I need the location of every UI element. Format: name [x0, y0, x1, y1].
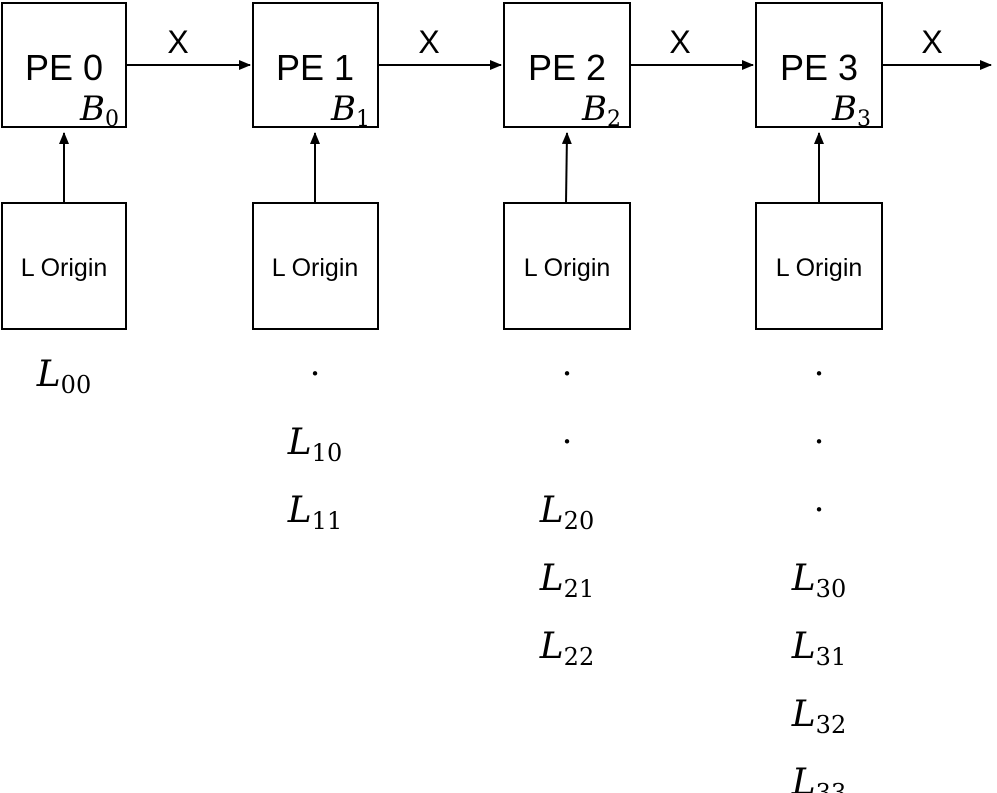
ellipsis-dot: .: [310, 344, 321, 384]
l-element-11: L11: [287, 490, 342, 535]
ellipsis-dot: .: [562, 344, 573, 384]
origin-box-3: [755, 202, 883, 330]
l-element-22: L22: [539, 626, 594, 671]
l-element-00: L00: [36, 354, 91, 399]
origin-box-0: [1, 202, 127, 330]
l-stack-0: L00: [36, 354, 91, 399]
pe-label-1: PE 1: [276, 47, 354, 88]
x-arrow-label-1: X: [418, 24, 439, 60]
l-element-20: L20: [539, 490, 594, 535]
l-element-21: L21: [539, 558, 594, 603]
ellipsis-dot: .: [814, 480, 825, 520]
l-element-31: L31: [791, 626, 846, 671]
pe-box-3: [755, 2, 883, 128]
ellipsis-dot: .: [814, 344, 825, 384]
pe-b-var-3: B3: [831, 89, 871, 132]
pe-label-0: PE 0: [25, 47, 103, 88]
ellipsis-dot: .: [562, 412, 573, 452]
origin-label-3: L Origin: [776, 254, 863, 282]
pe-b-var-0: B0: [79, 89, 119, 132]
x-arrow-3: X: [882, 24, 992, 70]
pe-b-var-1: B1: [330, 89, 370, 132]
origin-box-1: [252, 202, 379, 330]
x-arrow-1: X: [378, 24, 502, 70]
pe-box-1: [252, 2, 379, 128]
x-arrow-label-3: X: [921, 24, 942, 60]
l-element-10: L10: [287, 422, 342, 467]
pe-box-2: [503, 2, 631, 128]
origin-label-1: L Origin: [272, 254, 359, 282]
l-element-33: L33: [791, 762, 846, 793]
x-arrow-label-2: X: [669, 24, 690, 60]
pe-label-3: PE 3: [780, 47, 858, 88]
l-element-32: L32: [791, 694, 846, 739]
origin-arrow-2: [561, 132, 572, 204]
x-arrow-2: X: [630, 24, 754, 70]
origin-box-2: [503, 202, 631, 330]
x-arrow-0: X: [126, 24, 251, 70]
pe-column-0: PE 0 B0 L Origin L00: [1, 2, 127, 399]
ellipsis-dot: .: [814, 412, 825, 452]
l-element-30: L30: [791, 558, 846, 603]
x-arrow-label-0: X: [167, 24, 188, 60]
origin-label-2: L Origin: [524, 254, 611, 282]
pe-label-2: PE 2: [528, 47, 606, 88]
origin-label-0: L Origin: [21, 254, 108, 282]
pe-box-0: [1, 2, 127, 128]
pe-b-var-2: B2: [581, 89, 621, 132]
